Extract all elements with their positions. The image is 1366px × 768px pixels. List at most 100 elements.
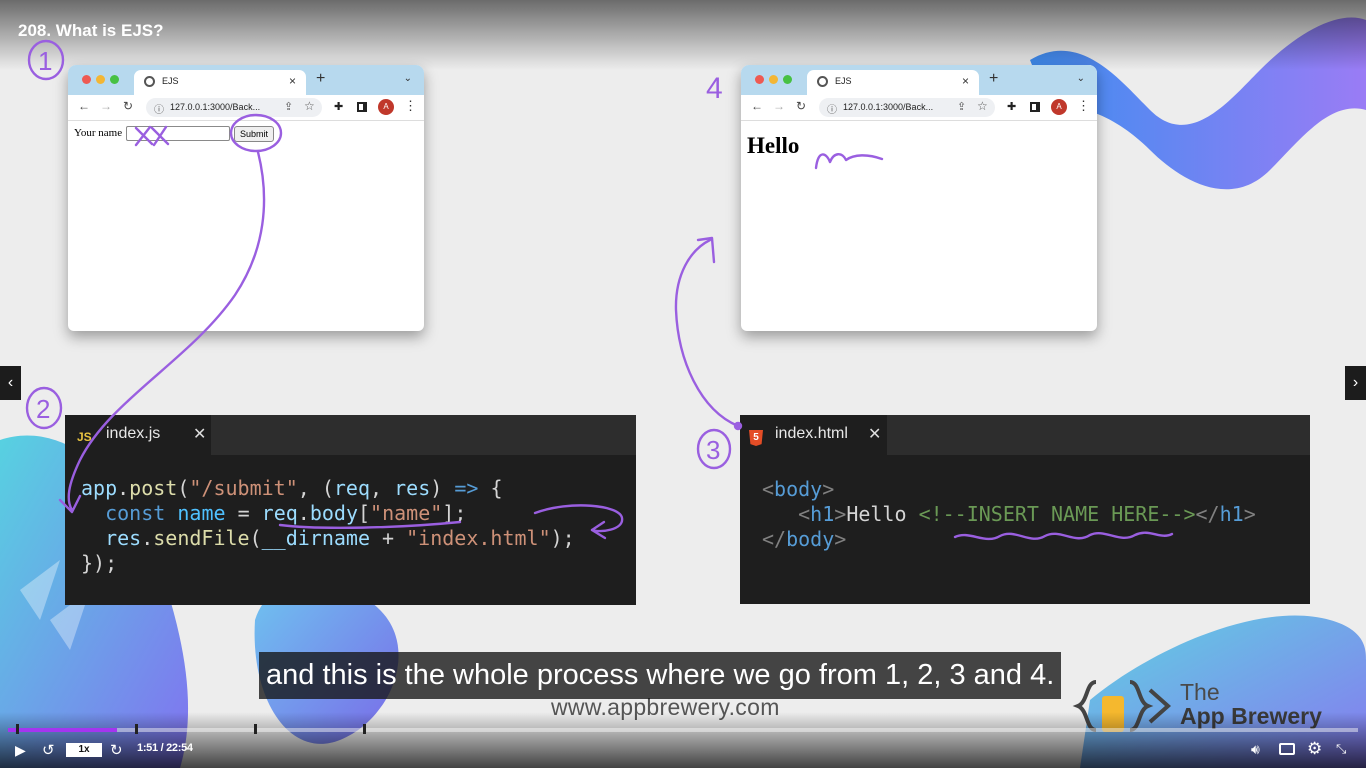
chevron-down-icon: ⌄ xyxy=(403,73,412,84)
sidepanel-icon xyxy=(357,102,367,112)
squiggle-comment xyxy=(953,531,1174,541)
share-icon: ⇪ xyxy=(957,101,967,113)
playback-speed-button[interactable]: 1x xyxy=(66,743,102,757)
maximize-dot xyxy=(110,75,119,84)
underline-req-body xyxy=(278,520,462,530)
playback-time: 1:51 / 22:54 xyxy=(137,742,193,754)
editor-index-js: JS index.js ✕ app.post("/submit", (req, … xyxy=(65,415,636,605)
step-circle-1 xyxy=(27,39,65,81)
rewind-icon[interactable]: ↺ xyxy=(42,742,55,759)
submit-button: Submit xyxy=(234,126,275,142)
brand-line1: The xyxy=(1180,679,1220,705)
close-icon: ✕ xyxy=(193,426,207,443)
share-icon: ⇪ xyxy=(284,101,294,113)
code-line: </body> xyxy=(762,527,847,551)
browser-toolbar: ← → ↻ ⓘ 127.0.0.1:3000/Back... ⇪ ☆ ✚ A ⋮ xyxy=(741,95,1097,121)
browser-tabbar: EJS × + ⌄ xyxy=(741,65,1097,95)
lecture-title: 208. What is EJS? xyxy=(18,21,164,40)
forward-icon[interactable]: ↻ xyxy=(110,742,123,759)
window-controls xyxy=(82,75,119,84)
kebab-icon: ⋮ xyxy=(404,98,417,113)
editor-tabbar: JS index.js ✕ xyxy=(65,415,636,455)
minimize-dot xyxy=(769,75,778,84)
squiggle-hello xyxy=(814,153,884,170)
editor-tab: 5 index.html ✕ xyxy=(740,415,887,455)
tab-title: EJS xyxy=(162,76,179,86)
reload-icon: ↻ xyxy=(796,99,807,113)
chapter-marker xyxy=(16,724,19,734)
name-field-label: Your name xyxy=(74,127,123,139)
editor-tab-filename: index.html xyxy=(775,425,848,442)
hello-heading: Hello xyxy=(747,133,800,158)
code-line: <body> xyxy=(762,477,835,501)
xx-scribble xyxy=(134,125,170,147)
progress-bar[interactable] xyxy=(8,728,1358,732)
forward-icon: → xyxy=(100,99,112,113)
globe-icon xyxy=(144,76,155,87)
close-dot xyxy=(82,75,91,84)
chapter-marker xyxy=(363,724,366,734)
player-control-bar xyxy=(0,712,1366,768)
info-icon: ⓘ xyxy=(154,105,164,116)
name-loop xyxy=(533,504,624,533)
code-block-html: <body> <h1>Hello <!--INSERT NAME HERE-->… xyxy=(762,477,1256,552)
browser-form-window: EJS × + ⌄ ← → ↻ ⓘ 127.0.0.1:3000/Back...… xyxy=(68,65,424,331)
chevron-left-icon[interactable]: ‹ xyxy=(0,366,21,400)
tab-title: EJS xyxy=(835,76,852,86)
editor-tab: JS index.js ✕ xyxy=(65,415,211,455)
avatar: A xyxy=(1051,99,1067,115)
code-line: res.sendFile(__dirname + "index.html"); xyxy=(105,526,575,550)
window-controls xyxy=(755,75,792,84)
star-icon: ☆ xyxy=(304,99,315,113)
browser-page: Hello xyxy=(741,121,1097,331)
browser-tab: EJS × xyxy=(134,70,306,95)
title-overlay xyxy=(0,0,1366,70)
maximize-dot xyxy=(783,75,792,84)
code-line: }); xyxy=(81,551,118,575)
step-number: 3 xyxy=(706,435,720,465)
volume-icon[interactable]: 🔊︎ xyxy=(1251,741,1260,757)
minimize-dot xyxy=(96,75,105,84)
flow-line-1-2 xyxy=(67,150,266,512)
fullscreen-icon[interactable]: ⤡ xyxy=(1336,741,1347,756)
step-number: 2 xyxy=(36,394,50,424)
js-file-icon: JS xyxy=(77,430,92,444)
play-icon[interactable]: ▶ xyxy=(15,742,26,758)
flow-line-3-4 xyxy=(674,238,740,428)
close-icon: × xyxy=(288,74,296,88)
step-number: 1 xyxy=(38,46,52,76)
star-icon: ☆ xyxy=(977,99,988,113)
extensions-icon: ✚ xyxy=(334,101,344,113)
anchor-dot xyxy=(733,421,743,431)
captions-icon[interactable] xyxy=(1279,743,1295,755)
close-icon: ✕ xyxy=(868,426,882,443)
extensions-icon: ✚ xyxy=(1007,101,1017,113)
code-block-js: app.post("/submit", (req, res) => { cons… xyxy=(81,476,575,576)
browser-tabbar: EJS × + ⌄ xyxy=(68,65,424,95)
name-input xyxy=(126,126,230,141)
step-circle-3 xyxy=(696,428,732,470)
globe-icon xyxy=(817,76,828,87)
chapter-marker xyxy=(135,724,138,734)
editor-index-html: 5 index.html ✕ <body> <h1>Hello <!--INSE… xyxy=(740,415,1310,604)
chevron-right-icon[interactable]: › xyxy=(1345,366,1366,400)
back-icon: ← xyxy=(751,99,763,113)
chevron-down-icon: ⌄ xyxy=(1076,73,1085,84)
code-line: <h1>Hello <!--INSERT NAME HERE--></h1> xyxy=(798,502,1256,526)
step-number: 4 xyxy=(706,72,723,105)
url-text: 127.0.0.1:3000/Back... xyxy=(170,102,261,112)
back-icon: ← xyxy=(78,99,90,113)
url-text: 127.0.0.1:3000/Back... xyxy=(843,102,934,112)
settings-icon[interactable]: ⚙ xyxy=(1307,739,1323,758)
plus-icon: + xyxy=(316,70,326,87)
kebab-icon: ⋮ xyxy=(1077,98,1090,113)
editor-tab-filename: index.js xyxy=(106,425,161,442)
browser-page: Your name Submit xyxy=(68,121,424,331)
browser-result-window: EJS × + ⌄ ← → ↻ ⓘ 127.0.0.1:3000/Back...… xyxy=(741,65,1097,331)
arrowhead-loop xyxy=(590,520,607,540)
close-icon: × xyxy=(961,74,969,88)
arrowhead-3-4 xyxy=(696,236,716,264)
address-bar: ⓘ 127.0.0.1:3000/Back... ⇪ ☆ xyxy=(146,98,322,117)
